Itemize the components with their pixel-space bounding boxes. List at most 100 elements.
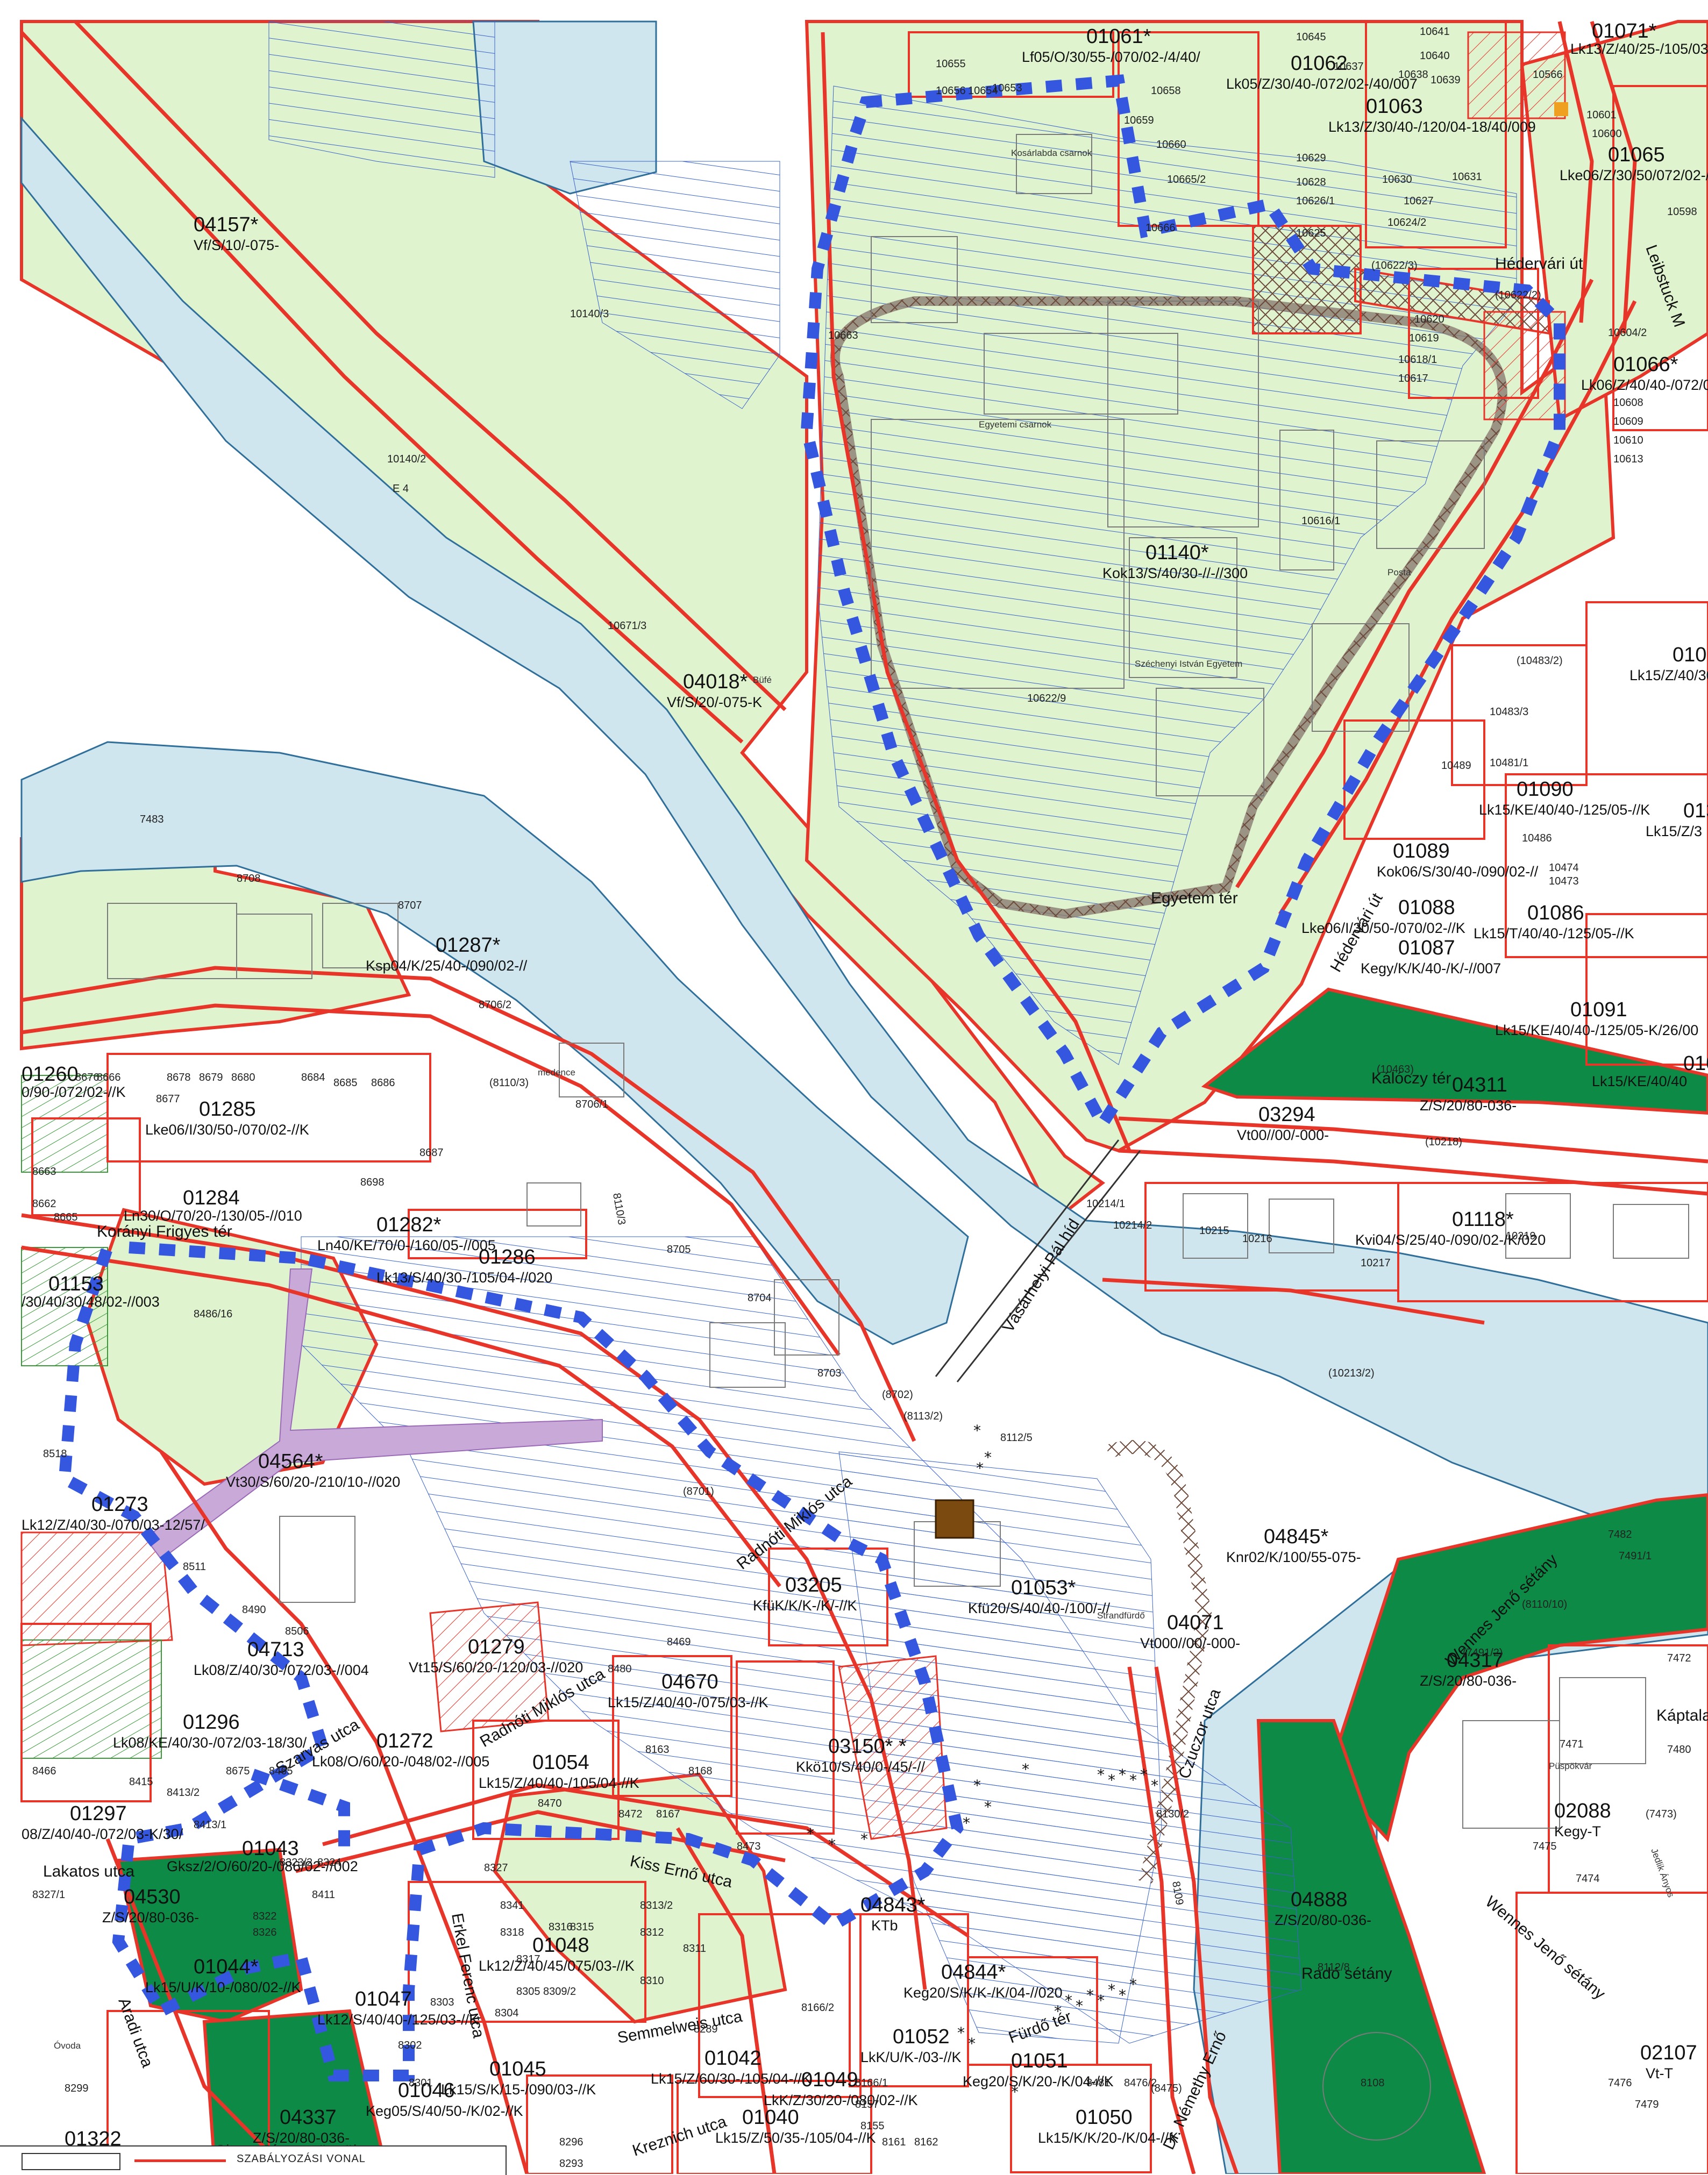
purple-paths [144,1268,603,1560]
svg-text:8299: 8299 [65,2083,89,2094]
svg-text:10617: 10617 [1398,373,1428,384]
svg-text:Z/S/20/80-036-: Z/S/20/80-036- [1275,1912,1371,1928]
svg-text:Keg05/S/40/50-/K/02-//K: Keg05/S/40/50-/K/02-//K [366,2103,523,2119]
svg-text:Vt00//00/-000-: Vt00//00/-000- [1237,1127,1329,1143]
svg-text:8666: 8666 [97,1072,121,1083]
building-outlines [107,134,1689,2141]
svg-text:03294: 03294 [1258,1103,1315,1126]
svg-text:Széchenyi István Egyetem: Széchenyi István Egyetem [1135,659,1242,669]
svg-text:8296: 8296 [559,2136,583,2148]
svg-text:01287*: 01287* [436,934,501,957]
svg-text:8469: 8469 [667,1636,691,1648]
svg-text:Lk13/S/40/30-/105/04-//020: Lk13/S/40/30-/105/04-//020 [376,1270,552,1286]
svg-text:8303: 8303 [430,1996,454,2008]
svg-text:02088: 02088 [1554,1800,1611,1822]
svg-text:7483: 7483 [140,814,164,825]
svg-text:8706/2: 8706/2 [479,999,511,1011]
svg-text:Lk13/Z/40/25-/105/03-//: Lk13/Z/40/25-/105/03-// [1570,41,1708,57]
svg-text:Lk12/Z/40/45/075/03-//K: Lk12/Z/40/45/075/03-//K [479,1958,635,1974]
svg-text:Kegy-T: Kegy-T [1554,1823,1601,1839]
svg-text:01040: 01040 [742,2106,799,2129]
svg-text:10656: 10656 [936,85,966,97]
svg-text:8167: 8167 [656,1808,680,1820]
svg-text:*: * [1097,1766,1105,1784]
svg-text:8481: 8481 [1086,2077,1111,2089]
svg-text:(7491/2): (7491/2) [1463,1647,1503,1659]
svg-text:Vf/S/10/-075-: Vf/S/10/-075- [194,237,279,253]
svg-text:10628: 10628 [1296,176,1326,188]
svg-text:7471: 7471 [1560,1738,1584,1750]
svg-text:Hédervári út: Hédervári út [1495,255,1583,273]
svg-text:10600: 10600 [1592,128,1622,140]
svg-text:Lakatos utca: Lakatos utca [43,1863,134,1880]
svg-text:10214/2: 10214/2 [1113,1220,1152,1231]
svg-text:Keg20/S/K/20-/K/04-//K: Keg20/S/K/20-/K/04-//K [963,2073,1114,2090]
svg-text:Lke06/I/30/50-/070/02-//K: Lke06/I/30/50-/070/02-//K [145,1122,309,1138]
tree-markers: *** *** *** *** *** *** *** *** *** [807,1422,1158,2101]
svg-text:10624/2: 10624/2 [1387,217,1426,229]
svg-text:8703: 8703 [817,1367,842,1379]
svg-text:10217: 10217 [1361,1257,1391,1269]
svg-text:10637: 10637 [1334,61,1364,73]
svg-text:8289: 8289 [694,2023,718,2035]
svg-text:8476/2: 8476/2 [1124,2077,1157,2089]
svg-text:8108: 8108 [1361,2077,1385,2089]
svg-text:01089: 01089 [1393,840,1450,862]
svg-text:8166/2: 8166/2 [801,2002,834,2014]
svg-text:Egyetem tér: Egyetem tér [1151,889,1238,907]
svg-text:10610: 10610 [1613,434,1643,446]
svg-text:01296: 01296 [183,1711,240,1734]
svg-text:8675: 8675 [226,1765,250,1777]
svg-text:Lk15/Z/60/30-/105/04-//K: Lk15/Z/60/30-/105/04-//K [651,2071,812,2087]
svg-text:10601: 10601 [1586,109,1617,121]
svg-text:10481/1: 10481/1 [1490,757,1528,769]
svg-text:E 4: E 4 [393,483,409,495]
pump-station-marker [935,1499,974,1539]
svg-text:7482: 7482 [1608,1529,1632,1541]
svg-text:8323/2: 8323/2 [280,1857,312,1869]
svg-text:Lk15/Z/3: Lk15/Z/3 [1646,823,1702,839]
svg-text:*: * [973,1422,981,1439]
svg-text:01063: 01063 [1366,95,1423,118]
svg-text:10140/2: 10140/2 [387,453,426,465]
svg-text:10645: 10645 [1296,31,1326,43]
svg-text:10486: 10486 [1522,832,1552,844]
svg-text:*: * [1086,1986,1094,2004]
svg-text:01260: 01260 [22,1063,79,1086]
svg-text:*: * [1151,1777,1158,1794]
svg-text:Egyetemi csarnok: Egyetemi csarnok [979,419,1052,430]
svg-text:01297: 01297 [70,1802,127,1825]
svg-text:01087: 01087 [1398,937,1455,959]
svg-text:01065: 01065 [1608,144,1665,166]
svg-text:*: * [1022,1760,1029,1778]
svg-text:01044*: 01044* [194,1956,259,1978]
svg-text:0/90-/072/02-//K: 0/90-/072/02-//K [22,1084,126,1100]
svg-text:8311: 8311 [683,1943,706,1955]
svg-text:10663: 10663 [828,330,858,341]
svg-text:10654: 10654 [968,85,998,97]
svg-text:Posta: Posta [1387,567,1411,577]
svg-text:*: * [1129,1976,1137,1993]
svg-text:Lk08/Z/40/30-/072/03-//004: Lk08/Z/40/30-/072/03-//004 [194,1662,369,1678]
svg-text:*: * [984,1798,992,1816]
svg-text:01153: 01153 [48,1273,104,1295]
svg-text:Kkö10/S/40/0-/45/-//: Kkö10/S/40/0-/45/-// [796,1759,926,1775]
svg-text:8473: 8473 [737,1841,761,1852]
svg-text:04844*: 04844* [941,1961,1006,1984]
svg-text:10613: 10613 [1613,453,1643,465]
svg-text:10666: 10666 [1145,222,1176,234]
svg-text:8465: 8465 [269,1765,293,1777]
svg-text:*: * [1097,1992,1105,2009]
svg-text:Lk13/Z/30/40-/120/04-18/40/009: Lk13/Z/30/40-/120/04-18/40/009 [1328,119,1536,135]
svg-text:10489: 10489 [1441,760,1471,772]
svg-text:8157: 8157 [855,2099,879,2110]
svg-text:8685: 8685 [333,1077,358,1089]
svg-text:8506: 8506 [285,1625,309,1637]
svg-text:10639: 10639 [1431,74,1461,86]
svg-text:10630: 10630 [1382,174,1412,186]
svg-text:8662: 8662 [32,1198,56,1210]
svg-text:04337: 04337 [280,2106,337,2129]
svg-text:10653: 10653 [992,82,1022,94]
svg-text:8413/2: 8413/2 [167,1787,200,1799]
